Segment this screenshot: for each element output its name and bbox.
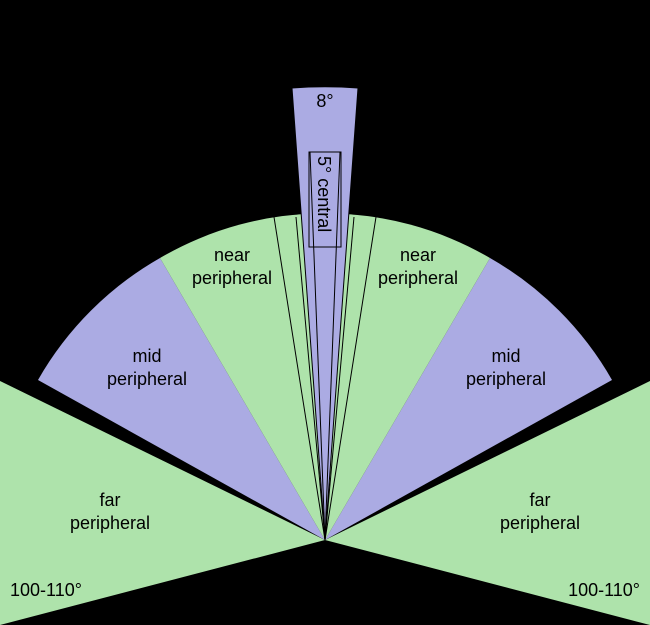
near-left-inner-line <box>295 216 326 541</box>
mid-peripheral-right-region <box>325 258 612 540</box>
far-peripheral-right-region <box>325 380 650 625</box>
near-left-outer-line <box>273 216 326 541</box>
near-left-label-line2: peripheral <box>192 268 272 288</box>
far-left-label-line2: peripheral <box>70 513 150 533</box>
far-right-label-line1: far <box>529 490 550 510</box>
central-label: 5° central <box>314 156 334 232</box>
far-right-range-label: 100-110° <box>568 580 640 600</box>
mid-left-label-line2: peripheral <box>107 369 187 389</box>
mid-right-label-line1: mid <box>491 346 520 366</box>
top-degree-label: 8° <box>316 91 333 111</box>
far-peripheral-left-region <box>0 380 325 625</box>
near-right-label-line2: peripheral <box>378 268 458 288</box>
near-right-inner-line <box>324 216 355 541</box>
central-label-box <box>308 151 342 248</box>
mid-peripheral-left-region <box>38 258 325 540</box>
mid-left-label-line1: mid <box>132 346 161 366</box>
far-right-label-line2: peripheral <box>500 513 580 533</box>
near-right-outer-line <box>324 216 377 541</box>
far-left-range-label: 100-110° <box>10 580 82 600</box>
near-left-label-line1: near <box>214 245 250 265</box>
mid-right-label-line2: peripheral <box>466 369 546 389</box>
near-right-label-line1: near <box>400 245 436 265</box>
far-left-label-line1: far <box>99 490 120 510</box>
